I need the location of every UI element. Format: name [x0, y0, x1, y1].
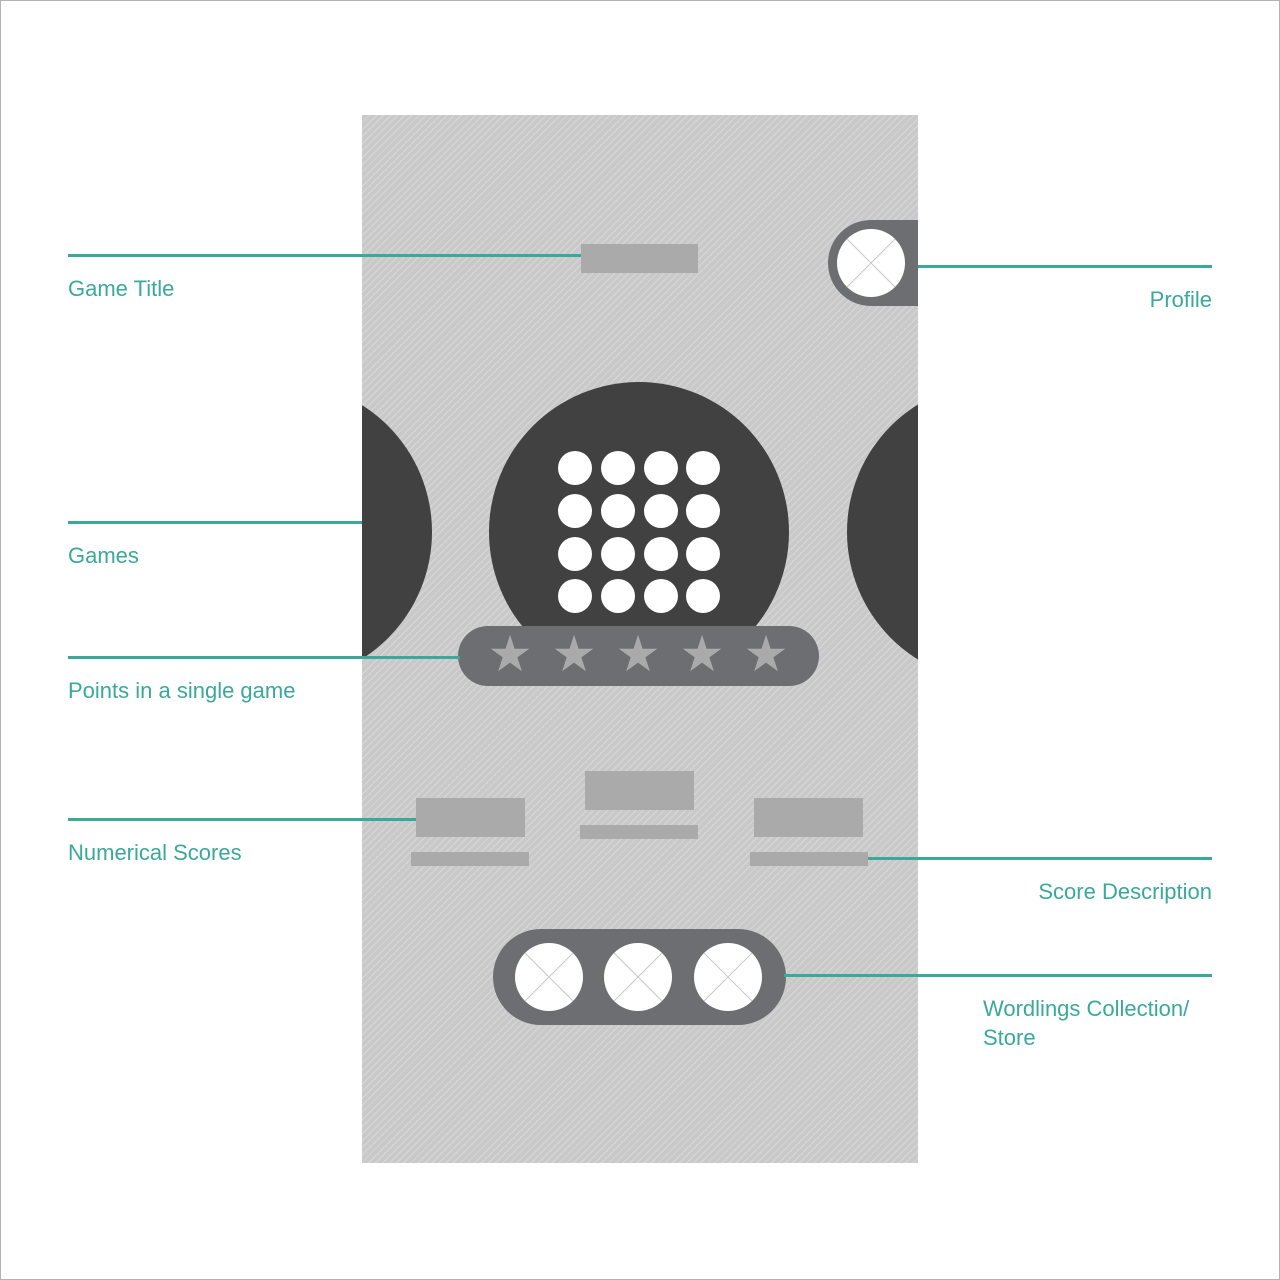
avatar-placeholder-icon[interactable]	[694, 943, 762, 1011]
label-points: Points in a single game	[68, 678, 296, 703]
label-wordlings-store-line1: Wordlings Collection/	[983, 996, 1190, 1021]
game-title-placeholder	[581, 244, 698, 273]
label-score-description: Score Description	[1038, 879, 1212, 904]
phone-screen: ★ ★ ★ ★ ★	[362, 115, 918, 1163]
leader-game-title	[68, 254, 581, 257]
star-icon: ★	[551, 625, 597, 683]
leader-score-description	[868, 857, 1212, 860]
avatar-placeholder-icon[interactable]	[515, 943, 583, 1011]
star-icon: ★	[679, 625, 725, 683]
leader-numerical-scores	[68, 818, 416, 821]
star-icon: ★	[615, 625, 661, 683]
score-description-right	[750, 852, 868, 866]
score-value-center	[585, 771, 694, 810]
wordlings-store-bar	[493, 929, 786, 1025]
profile-button[interactable]	[828, 220, 918, 306]
score-description-left	[411, 852, 529, 866]
game-grid-icon	[489, 382, 789, 682]
points-star-bar: ★ ★ ★ ★ ★	[458, 626, 819, 686]
score-description-center	[580, 825, 698, 839]
avatar-placeholder-icon	[837, 229, 905, 297]
score-value-left	[416, 798, 525, 837]
star-icon: ★	[487, 625, 533, 683]
leader-profile	[918, 265, 1212, 268]
label-profile: Profile	[1149, 287, 1212, 312]
star-icon: ★	[743, 625, 789, 683]
label-game-title: Game Title	[68, 276, 175, 301]
game-next[interactable]	[847, 382, 918, 682]
label-wordlings-store-line2: Store	[983, 1025, 1036, 1050]
score-value-right	[754, 798, 863, 837]
leader-points	[68, 656, 460, 659]
game-previous[interactable]	[362, 382, 432, 682]
leader-wordlings-store	[784, 974, 1212, 977]
avatar-placeholder-icon[interactable]	[604, 943, 672, 1011]
label-games: Games	[68, 543, 139, 568]
label-numerical-scores: Numerical Scores	[68, 840, 242, 865]
leader-games	[68, 521, 362, 524]
